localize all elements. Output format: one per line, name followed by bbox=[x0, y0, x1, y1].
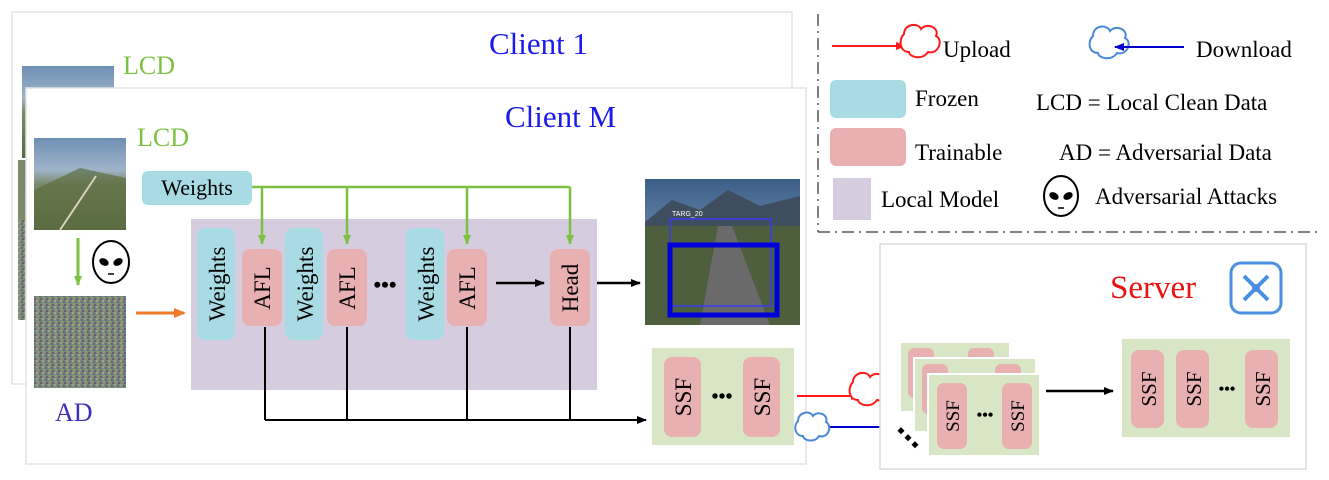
svg-text:AFL: AFL bbox=[250, 266, 275, 309]
legend: Upload Download Frozen LCD = Local Clean… bbox=[817, 14, 1320, 233]
ad-label: AD bbox=[55, 398, 93, 427]
layer-weights-1: Weights bbox=[197, 228, 235, 340]
server-title: Server bbox=[1110, 270, 1196, 306]
legend-trainable-item: Trainable bbox=[830, 128, 1002, 166]
svg-text:SSF: SSF bbox=[943, 400, 964, 432]
server-network-icon bbox=[1229, 261, 1283, 315]
layer-ellipsis: ••• bbox=[373, 272, 396, 297]
legend-frozen-label: Frozen bbox=[915, 86, 979, 111]
alien-icon bbox=[92, 240, 130, 284]
download-path bbox=[794, 411, 886, 442]
client-1-image-side-2 bbox=[18, 220, 28, 320]
svg-text:•••: ••• bbox=[977, 407, 994, 424]
legend-ad-definition: AD = Adversarial Data bbox=[1059, 140, 1272, 165]
legend-lcd-definition: LCD = Local Clean Data bbox=[1036, 90, 1267, 115]
legend-trainable-label: Trainable bbox=[915, 140, 1002, 165]
svg-text:SSF: SSF bbox=[1251, 371, 1275, 406]
layer-head: Head bbox=[550, 249, 590, 326]
svg-text:Head: Head bbox=[558, 263, 583, 312]
svg-text:SSF: SSF bbox=[1008, 400, 1029, 432]
legend-attacks-item: Adversarial Attacks bbox=[1043, 175, 1277, 217]
layer-afl-2: AFL bbox=[327, 249, 367, 326]
legend-local-model-item: Local Model bbox=[833, 178, 999, 220]
legend-local-model-label: Local Model bbox=[881, 187, 999, 212]
legend-attacks-label: Adversarial Attacks bbox=[1095, 184, 1277, 209]
aggregated-ssf-panel: SSF SSF ••• SSF bbox=[1122, 339, 1290, 437]
alien-icon bbox=[1043, 175, 1079, 217]
stack-ellipsis bbox=[897, 427, 919, 449]
legend-download-item: Download bbox=[1088, 25, 1292, 62]
client-m-title: Client M bbox=[505, 99, 616, 134]
legend-download-label: Download bbox=[1196, 37, 1292, 62]
layer-weights-2: Weights bbox=[285, 228, 323, 340]
client-1-lcd-label: LCD bbox=[123, 51, 175, 80]
detection-box-label: TARG_20 bbox=[672, 211, 703, 218]
layer-weights-3: Weights bbox=[406, 228, 444, 340]
ssf-routing-lines bbox=[264, 327, 647, 424]
legend-upload-item: Upload bbox=[832, 23, 1011, 62]
detection-output-image: TARG_20 bbox=[645, 179, 800, 325]
client-1-image-side-1 bbox=[18, 160, 28, 220]
received-ssf-stack: SSF ••• SSF bbox=[897, 341, 1041, 457]
client-1-title: Client 1 bbox=[489, 26, 588, 61]
svg-text:AFL: AFL bbox=[335, 266, 360, 309]
legend-frozen-item: Frozen bbox=[830, 80, 979, 118]
client-m-panel: Client M LCD AD Weights bbox=[25, 87, 807, 465]
lcd-image bbox=[34, 138, 126, 231]
weights-tag bbox=[142, 171, 252, 205]
svg-text:Weights: Weights bbox=[293, 247, 318, 322]
client-ssf-panel: SSF ••• SSF bbox=[652, 348, 794, 445]
upload-path bbox=[797, 371, 890, 407]
weight-distribution-lines bbox=[252, 185, 574, 245]
svg-text:SSF: SSF bbox=[750, 378, 775, 416]
upload-cloud-icon bbox=[899, 23, 941, 59]
svg-text:Weights: Weights bbox=[414, 247, 439, 322]
client-m-lcd-label: LCD bbox=[137, 123, 189, 152]
ad-image bbox=[34, 296, 126, 388]
svg-text:Weights: Weights bbox=[205, 247, 230, 322]
download-cloud-icon bbox=[794, 411, 831, 442]
svg-text:SSF: SSF bbox=[1137, 371, 1161, 406]
svg-text:AFL: AFL bbox=[455, 266, 480, 309]
svg-text:SSF: SSF bbox=[1182, 371, 1206, 406]
layer-afl-1: AFL bbox=[242, 249, 282, 326]
svg-text:•••: ••• bbox=[711, 386, 732, 408]
layer-afl-3: AFL bbox=[447, 249, 487, 326]
server-panel: Server SSF ••• SSF bbox=[879, 243, 1307, 470]
download-cloud-icon bbox=[1088, 25, 1130, 60]
svg-text:SSF: SSF bbox=[671, 378, 696, 416]
svg-text:•••: ••• bbox=[1219, 381, 1236, 398]
legend-upload-label: Upload bbox=[943, 37, 1011, 62]
weights-tag-label: Weights bbox=[161, 175, 233, 200]
